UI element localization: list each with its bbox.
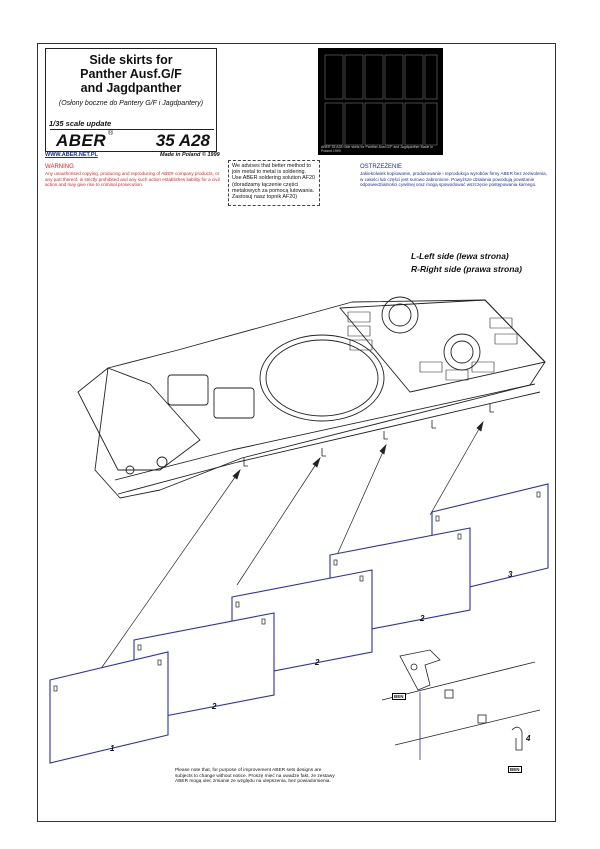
arrow-4: [429, 421, 484, 516]
scale-label: 1/35 scale update: [49, 119, 112, 128]
part-number-4: 4: [526, 734, 531, 743]
right-side-label: R-Right side (prawa strona): [411, 264, 522, 274]
fender-line: [114, 383, 536, 481]
skirt-plate-1: [49, 651, 169, 764]
glacis-plate: [77, 367, 201, 471]
cooling-fan-2: [443, 333, 481, 371]
driver-hatch: [167, 374, 209, 406]
soldering-advice-box: We advises that better method to join me…: [228, 160, 320, 206]
part-number-2c: 2: [420, 614, 425, 623]
cooling-fan-1: [381, 296, 419, 334]
title-line-2: Panther Ausf.G/F: [80, 67, 182, 81]
title-line-1: Side skirts for: [89, 53, 173, 67]
arrow-1: [99, 469, 241, 671]
title-line-3: and Jagdpanther: [80, 81, 182, 95]
left-side-label: L-Left side (lewa strona): [411, 251, 509, 261]
brand-logo: ABER: [56, 131, 107, 150]
subtitle: (Osłony boczne do Pantery G/F i Jagdpant…: [58, 100, 204, 107]
part-number-3: 3: [508, 570, 513, 579]
bend-label-a: BEN: [392, 693, 406, 700]
warning-title-pl: OSTRZEŻENIE: [360, 164, 403, 170]
arrow-2: [236, 457, 321, 586]
product-code: 35 A28: [155, 131, 210, 150]
title-block: Side skirts for Panther Ausf.G/F and Jag…: [45, 48, 217, 152]
brand-row: ABER ® 35 A28: [50, 129, 214, 150]
engine-deck: [339, 299, 546, 393]
made-in-label: Made in Poland © 1999: [160, 152, 220, 158]
bend-label-b: BEN: [508, 766, 522, 773]
sheet-border: [37, 43, 556, 822]
warning-title-en: WARNING: [45, 164, 74, 170]
bracket-detail: [381, 649, 541, 760]
fret-parts-drawing: [324, 54, 438, 146]
website-link[interactable]: WWW.ABER.NET.PL: [45, 152, 98, 158]
warning-text-en: Any unauthorised copying, producing and …: [45, 171, 220, 188]
design-change-note: Please note that, for purpose of improve…: [175, 768, 335, 785]
warning-text-pl: Jakiekolwiek kopiowanie, produkowanie i …: [360, 171, 547, 188]
radio-hatch: [213, 387, 255, 419]
part-number-2b: 2: [315, 658, 320, 667]
part-number-2a: 2: [212, 702, 217, 711]
turret-ring: [259, 334, 385, 422]
registered-mark: ®: [108, 130, 114, 137]
arrow-3: [336, 444, 387, 556]
photo-etched-fret: [318, 48, 443, 155]
hull-outline: [94, 299, 546, 499]
fret-caption: ABER 35 A28 Side skirts for Panther Ausf…: [321, 145, 434, 153]
sides-legend: L-Left side (lewa strona) R-Right side (…: [411, 250, 522, 276]
skirt-hangers: [243, 404, 494, 467]
part-number-1: 1: [110, 744, 115, 753]
